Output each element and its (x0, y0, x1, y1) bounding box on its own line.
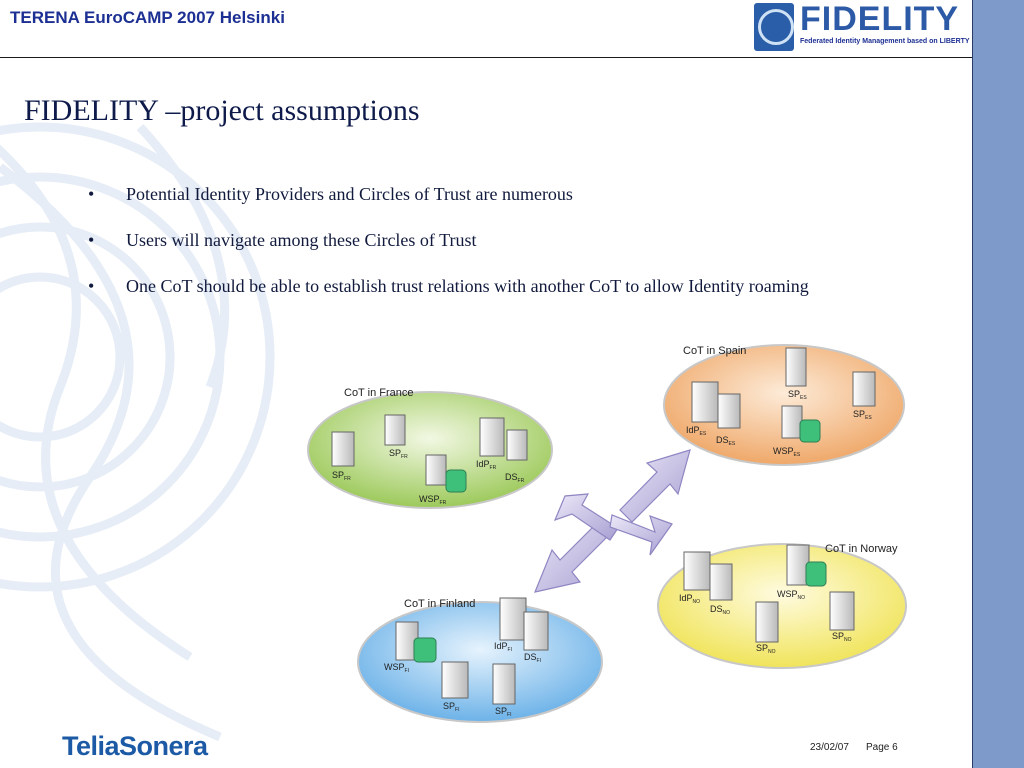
cot-spain-title: CoT in Spain (683, 345, 746, 357)
conference-title: TERENA EuroCAMP 2007 Helsinki (10, 8, 285, 27)
cot-france-wsp-label: WSPFR (419, 494, 447, 506)
fidelity-logo-tagline: Federated Identity Management based on L… (800, 38, 970, 45)
page-number: Page 6 (866, 742, 898, 753)
cot-finland-ds-label: DSFI (524, 652, 541, 664)
cot-finland-sp2-label: SPFI (495, 706, 511, 718)
bullet-item: One CoT should be able to establish trus… (88, 266, 878, 306)
celtic-watermark-background (0, 122, 275, 742)
cot-spain-sp1-label: SPES (788, 389, 807, 401)
cot-france-idp-label: IdPFR (476, 459, 497, 471)
cot-spain-ellipse (663, 344, 905, 466)
bullet-list: Potential Identity Providers and Circles… (88, 174, 878, 312)
cot-diagram: CoT in France SPFR SPFR IdPFR DSFR WSPFR… (307, 344, 907, 723)
cot-spain-ds-label: DSES (716, 435, 736, 447)
cot-france-sp2-label: SPFR (389, 448, 408, 460)
cot-finland-title: CoT in Finland (404, 598, 475, 610)
slide-title: FIDELITY –project assumptions (24, 94, 420, 127)
france-servers (331, 414, 528, 493)
cot-norway-wsp-label: WSPNO (777, 589, 805, 601)
trust-relation-arrow (534, 449, 691, 593)
cot-finland-wsp-label: WSPFI (384, 662, 409, 674)
norway-servers (683, 544, 855, 643)
right-sidebar-band (972, 0, 1024, 768)
fidelity-logo-word: FIDELITY (800, 0, 960, 38)
footer-date: 23/02/07 (810, 742, 849, 753)
cot-spain-sp2-label: SPES (853, 409, 872, 421)
fidelity-emblem-icon (754, 3, 794, 51)
cot-norway-sp1-label: SPNO (756, 643, 776, 655)
spain-servers (691, 347, 876, 443)
cot-spain-wsp-label: WSPES (773, 446, 801, 458)
cot-norway-sp2-label: SPNO (832, 631, 852, 643)
cot-norway-idp-label: IdPNO (679, 593, 700, 605)
cot-spain-idp-label: IdPES (686, 425, 707, 437)
cot-finland-idp-label: IdPFI (494, 641, 512, 653)
cot-france-title: CoT in France (344, 387, 414, 399)
teliasonera-logo: TeliaSonera (62, 731, 208, 761)
bullet-item: Potential Identity Providers and Circles… (88, 174, 878, 214)
fidelity-logo: FIDELITY Federated Identity Management b… (754, 0, 970, 54)
cot-france-ds-label: DSFR (505, 472, 525, 484)
cot-norway-ds-label: DSNO (710, 604, 730, 616)
bullet-item: Users will navigate among these Circles … (88, 220, 878, 260)
cot-finland-sp1-label: SPFI (443, 701, 459, 713)
finland-servers (395, 597, 549, 705)
cot-france-sp1-label: SPFR (332, 470, 351, 482)
cot-norway-title: CoT in Norway (825, 543, 898, 555)
header-bar: TERENA EuroCAMP 2007 Helsinki FIDELITY F… (0, 0, 972, 58)
